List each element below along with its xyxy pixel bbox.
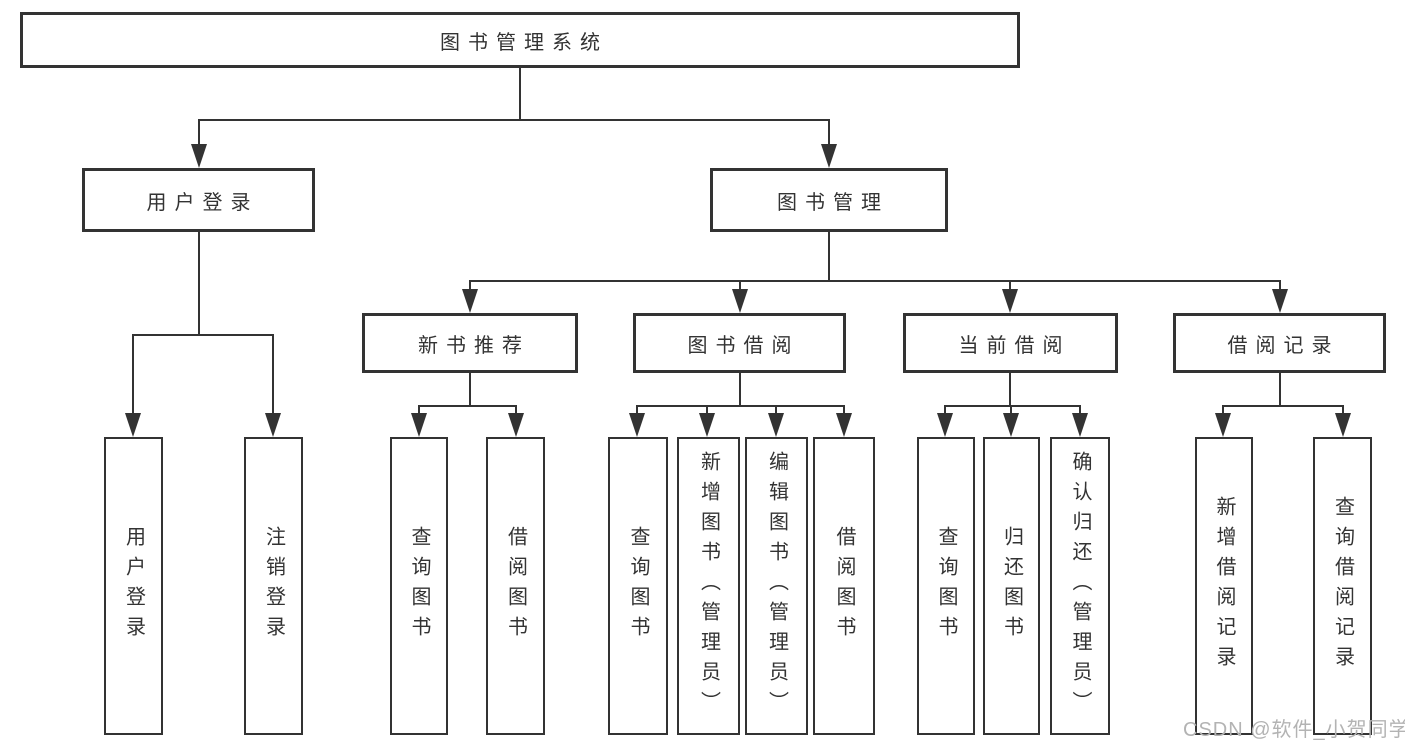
- arrowhead-down-icon: [125, 413, 141, 437]
- connector-to-leaf-user-login: [132, 334, 134, 416]
- arrowhead-down-icon: [265, 413, 281, 437]
- leaf-query-books-borrowing: 查询图书: [608, 437, 668, 735]
- connector-user-login-split: [132, 334, 274, 336]
- connector-to-leaf: [706, 405, 708, 419]
- arrowhead-down-icon: [462, 289, 478, 313]
- leaf-label: 新增借阅记录: [1213, 496, 1235, 676]
- connector-to-leaf: [1010, 405, 1012, 419]
- leaf-label: 查询图书: [408, 526, 430, 646]
- leaf-confirm-return-admin: 确认归还（管理员）: [1050, 437, 1110, 735]
- connector-borrow-records-split: [1222, 405, 1344, 407]
- connector-book-borrowing-split: [636, 405, 845, 407]
- node-system-root: 图书管理系统: [20, 12, 1020, 68]
- arrowhead-down-icon: [1003, 413, 1019, 437]
- leaf-label: 查询借阅记录: [1331, 496, 1354, 676]
- leaf-query-books-recommend: 查询图书: [390, 437, 448, 735]
- connector-root-split: [198, 119, 830, 121]
- node-label: 当前借阅: [958, 334, 1071, 357]
- arrowhead-down-icon: [821, 144, 837, 168]
- arrowhead-down-icon: [411, 413, 427, 437]
- arrowhead-down-icon: [699, 413, 715, 437]
- connector-borrow-records-stem: [1279, 372, 1281, 407]
- leaf-add-borrow-record: 新增借阅记录: [1195, 437, 1253, 735]
- arrowhead-down-icon: [836, 413, 852, 437]
- node-book-management: 图书管理: [710, 168, 948, 232]
- arrowhead-down-icon: [629, 413, 645, 437]
- node-new-book-recommend: 新书推荐: [362, 313, 578, 373]
- connector-new-book-rec-stem: [469, 372, 471, 407]
- connector-to-leaf: [515, 405, 517, 419]
- arrowhead-down-icon: [768, 413, 784, 437]
- connector-to-leaf: [1079, 405, 1081, 419]
- node-label: 借阅记录: [1227, 334, 1340, 357]
- leaf-query-borrow-record: 查询借阅记录: [1313, 437, 1372, 735]
- node-label: 用户登录: [146, 191, 259, 214]
- connector-current-borrowing-split: [944, 405, 1081, 407]
- node-user-login: 用户登录: [82, 168, 315, 232]
- node-label: 新书推荐: [418, 334, 530, 357]
- connector-to-leaf: [1222, 405, 1224, 419]
- leaf-add-book-admin: 新增图书（管理员）: [677, 437, 740, 735]
- leaf-label: 新增图书（管理员）: [697, 451, 720, 721]
- node-book-borrowing: 图书借阅: [633, 313, 846, 373]
- connector-to-leaf: [944, 405, 946, 419]
- connector-to-leaf: [1342, 405, 1344, 419]
- connector-to-new-book-rec: [469, 280, 471, 294]
- connector-book-mgmt-split: [469, 280, 1281, 282]
- arrowhead-down-icon: [732, 289, 748, 313]
- connector-to-current-borrowing: [1009, 280, 1011, 294]
- connector-root-stem: [519, 68, 521, 121]
- leaf-borrow-books-recommend: 借阅图书: [486, 437, 545, 735]
- connector-to-borrow-records: [1279, 280, 1281, 294]
- node-label: 图书借阅: [687, 334, 800, 357]
- leaf-label: 查询图书: [935, 526, 957, 646]
- node-borrow-records: 借阅记录: [1173, 313, 1386, 373]
- connector-to-leaf: [418, 405, 420, 419]
- arrowhead-down-icon: [1072, 413, 1088, 437]
- connector-book-mgmt-stem: [828, 232, 830, 282]
- leaf-label: 用户登录: [122, 526, 145, 646]
- leaf-borrow-book: 借阅图书: [813, 437, 875, 735]
- connector-to-leaf: [843, 405, 845, 419]
- connector-current-borrowing-stem: [1009, 372, 1011, 407]
- leaf-label: 借阅图书: [504, 526, 527, 646]
- connector-to-leaf-logout: [272, 334, 274, 416]
- leaf-label: 查询图书: [627, 526, 649, 646]
- leaf-query-books-current: 查询图书: [917, 437, 975, 735]
- leaf-label: 确认归还（管理员）: [1069, 451, 1091, 721]
- connector-user-login-stem: [198, 232, 200, 336]
- arrowhead-down-icon: [1002, 289, 1018, 313]
- arrowhead-down-icon: [191, 144, 207, 168]
- connector-book-borrowing-stem: [739, 372, 741, 407]
- connector-to-user-login: [198, 119, 200, 149]
- arrowhead-down-icon: [1335, 413, 1351, 437]
- arrowhead-down-icon: [937, 413, 953, 437]
- leaf-label: 归还图书: [1000, 526, 1023, 646]
- leaf-edit-book-admin: 编辑图书（管理员）: [745, 437, 808, 735]
- leaf-user-login: 用户登录: [104, 437, 163, 735]
- arrowhead-down-icon: [508, 413, 524, 437]
- node-label: 图书管理: [777, 191, 889, 214]
- leaf-label: 借阅图书: [833, 526, 855, 646]
- node-label: 图书管理系统: [440, 31, 608, 54]
- arrowhead-down-icon: [1215, 413, 1231, 437]
- leaf-return-book: 归还图书: [983, 437, 1040, 735]
- leaf-label: 注销登录: [262, 526, 285, 646]
- connector-new-book-rec-split: [418, 405, 517, 407]
- node-current-borrowing: 当前借阅: [903, 313, 1118, 373]
- connector-to-book-borrowing: [739, 280, 741, 294]
- csdn-watermark: CSDN @软件_小贺同学: [1183, 719, 1405, 741]
- leaf-label: 编辑图书（管理员）: [765, 451, 788, 721]
- connector-to-leaf: [636, 405, 638, 419]
- leaf-logout: 注销登录: [244, 437, 303, 735]
- connector-to-leaf: [775, 405, 777, 419]
- connector-to-book-mgmt: [828, 119, 830, 149]
- arrowhead-down-icon: [1272, 289, 1288, 313]
